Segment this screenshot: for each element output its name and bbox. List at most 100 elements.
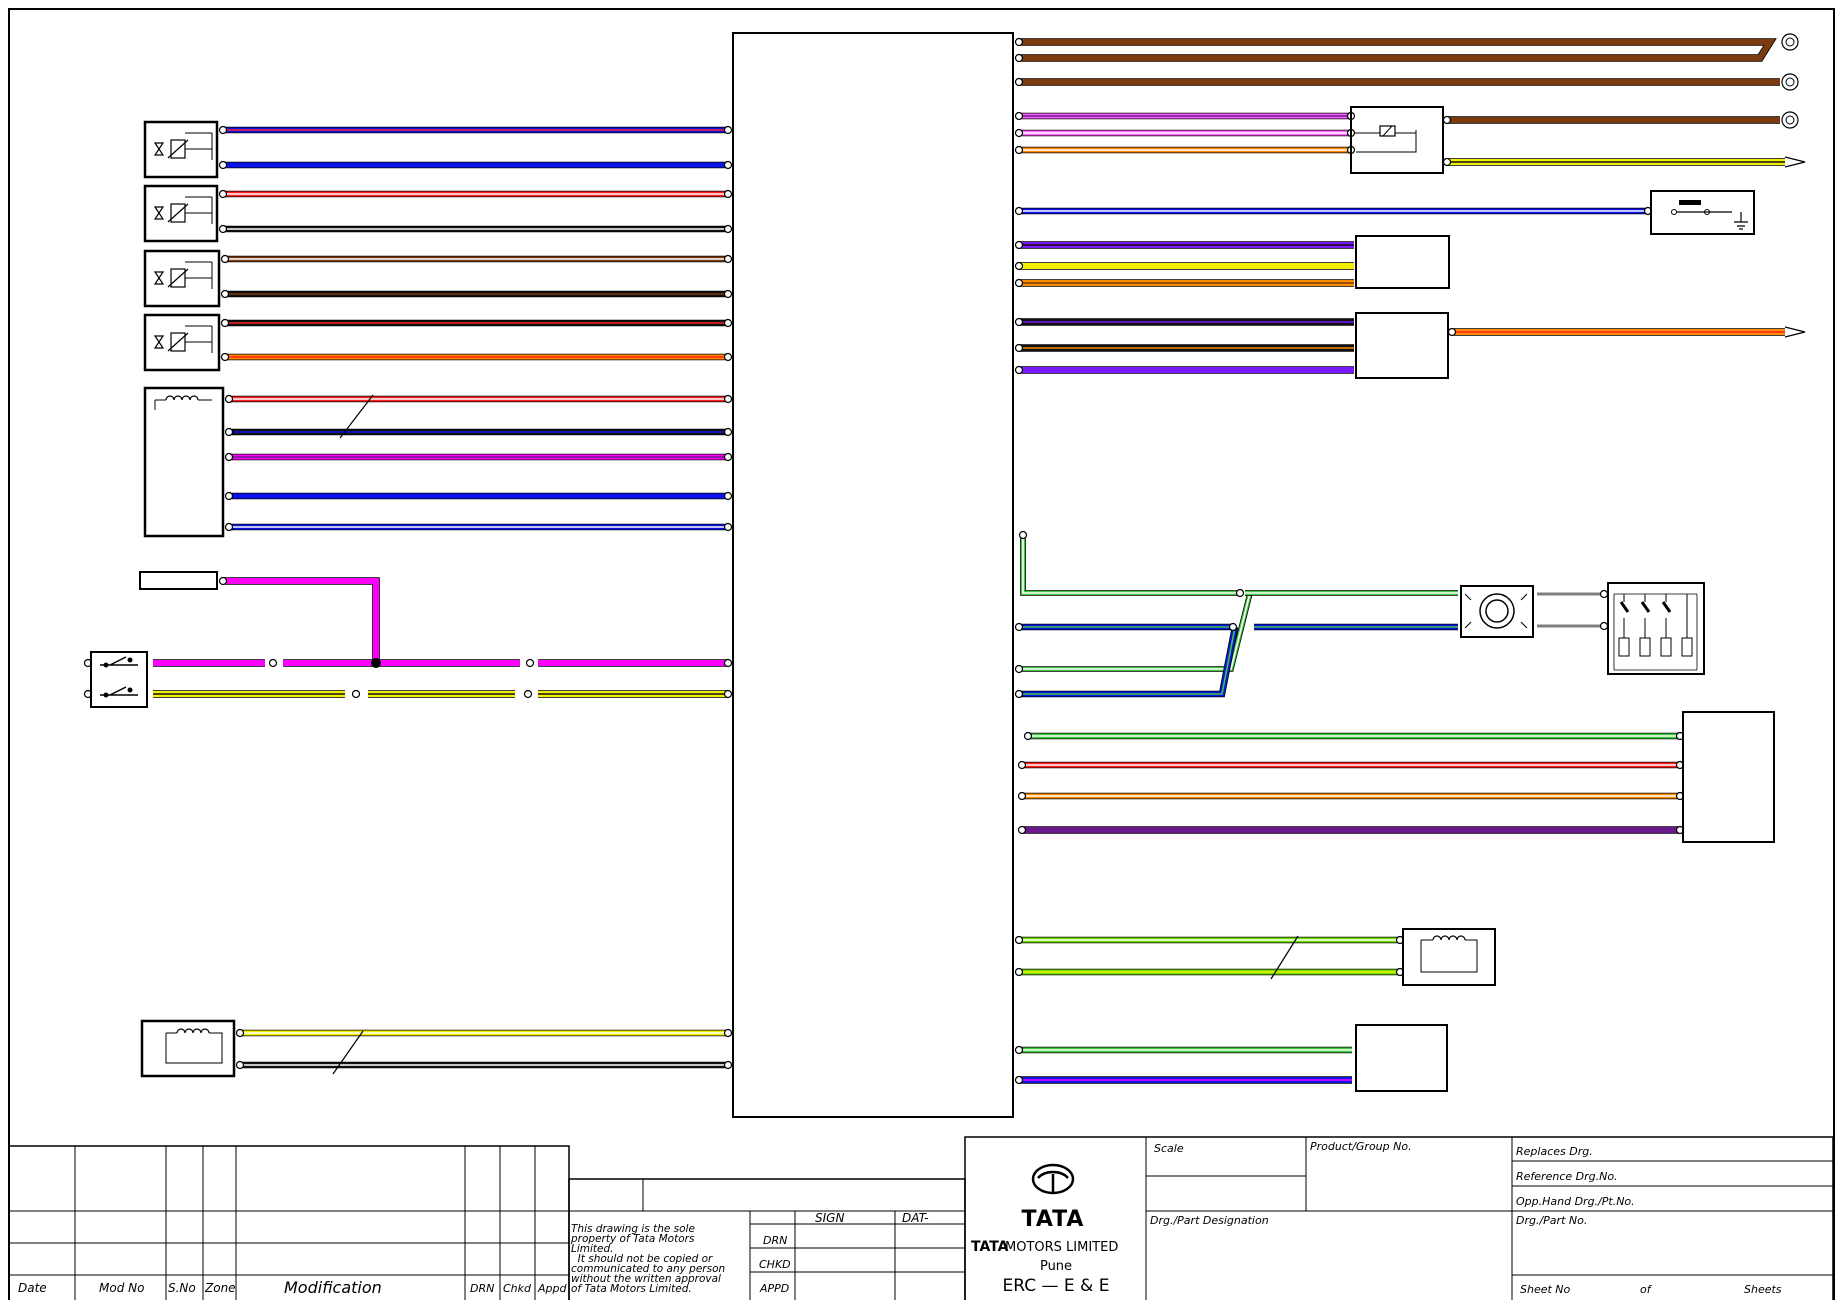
terminal (224, 427, 234, 437)
sign-header: SIGN (815, 1211, 844, 1225)
terminal (1018, 530, 1028, 540)
ring-terminal-icon (1781, 33, 1799, 51)
terminal (1228, 622, 1238, 632)
terminal (723, 160, 733, 170)
terminal (224, 522, 234, 532)
terminal (723, 427, 733, 437)
resistor-switch-bank (1607, 582, 1705, 675)
terminal (1014, 37, 1024, 47)
terminal (1014, 967, 1024, 977)
replaces-label: Replaces Drg. (1516, 1145, 1593, 1158)
terminal (723, 289, 733, 299)
sheet-border (8, 8, 1835, 1300)
terminal (723, 522, 733, 532)
terminal (1014, 365, 1024, 375)
terminal (1014, 53, 1024, 63)
terminal (723, 254, 733, 264)
terminal (1014, 278, 1024, 288)
terminal (218, 576, 228, 586)
terminal (1014, 261, 1024, 271)
header-mod-no: Mod No (99, 1281, 144, 1295)
terminal (723, 352, 733, 362)
terminal (1599, 621, 1609, 631)
coil-sensor-bottom-left (140, 1019, 236, 1078)
speed-sensor (1460, 585, 1534, 638)
disclaimer-line: of Tata Motors Limited. (571, 1283, 692, 1295)
module-box-b (1355, 312, 1449, 379)
left-components (90, 120, 236, 1078)
row-label-chkd: CHKD (759, 1258, 791, 1271)
wire-green-down-stripe (1019, 592, 1251, 670)
terminal (1014, 622, 1024, 632)
company-brand: TATA (971, 1239, 1009, 1255)
terminal (1599, 589, 1609, 599)
splice-node (371, 658, 381, 668)
coil-sensor-right (1402, 928, 1496, 986)
terminal (218, 125, 228, 135)
logo-word: TATA (1022, 1207, 1085, 1232)
wire-blue-b-outline (1019, 626, 1239, 698)
solenoid-valve-1 (143, 120, 219, 179)
terminal (723, 491, 733, 501)
push-switch (1650, 190, 1755, 235)
sheet-no-label: Sheet No (1520, 1283, 1571, 1296)
wire-green-up-outline (1020, 535, 1240, 596)
terminal (1014, 111, 1024, 121)
terminal (220, 352, 230, 362)
of-label: of (1640, 1283, 1653, 1296)
terminal (220, 254, 230, 264)
tata-logo-icon (1031, 1163, 1075, 1195)
terminal (1442, 115, 1452, 125)
header-drn: DRN (470, 1282, 494, 1295)
wire-green-down (1019, 592, 1252, 671)
terminal (218, 224, 228, 234)
terminal (523, 689, 533, 699)
header-chkd: Chkd (503, 1282, 532, 1295)
terminal (235, 1028, 245, 1038)
terminal (218, 189, 228, 199)
wires-layer (83, 33, 1806, 1085)
terminal (1014, 343, 1024, 353)
wire-brown-loop (1019, 39, 1776, 61)
reference-label: Reference Drg.No. (1516, 1170, 1618, 1183)
terminal (1442, 157, 1452, 167)
terminal (224, 452, 234, 462)
part-no-label: Drg./Part No. (1516, 1214, 1587, 1227)
dual-switch (90, 651, 148, 708)
wire-green-up-stripe (1022, 535, 1240, 594)
terminal (220, 289, 230, 299)
solenoid-valve-2 (143, 184, 219, 243)
terminal (1014, 1075, 1024, 1085)
coil-sensor-left (143, 386, 225, 538)
disclaimer-line: Limited. (571, 1243, 614, 1255)
terminal (1014, 206, 1024, 216)
header-appd: Appd (537, 1282, 567, 1295)
terminal (723, 224, 733, 234)
terminal (723, 1028, 733, 1038)
disclaimer-line: property of Tata Motors (570, 1233, 695, 1245)
terminal (723, 452, 733, 462)
title-block (8, 1136, 1834, 1300)
twisted-pair-marks (332, 394, 1299, 1075)
wire-magenta-riser-outline (223, 577, 380, 663)
wire-blue-b (1019, 626, 1238, 697)
terminal (1014, 1045, 1024, 1055)
terminal (1017, 791, 1027, 801)
ring-terminal-icon (1781, 73, 1799, 91)
city: Pune (1040, 1259, 1072, 1274)
header-zone: Zone (204, 1281, 236, 1295)
terminal (1447, 327, 1457, 337)
terminal (224, 491, 234, 501)
terminal (723, 394, 733, 404)
terminal (224, 394, 234, 404)
header-modification: Modification (284, 1278, 382, 1297)
wire-magenta-riser (223, 578, 379, 663)
terminal (220, 318, 230, 328)
terminal (723, 689, 733, 699)
terminal (1014, 935, 1024, 945)
terminal (1014, 664, 1024, 674)
title-block-text: Date Mod No S.No Zone Modification DRN C… (18, 1140, 1782, 1297)
wire-green-down-outline (1019, 592, 1253, 672)
wire-green-up (1021, 535, 1240, 595)
